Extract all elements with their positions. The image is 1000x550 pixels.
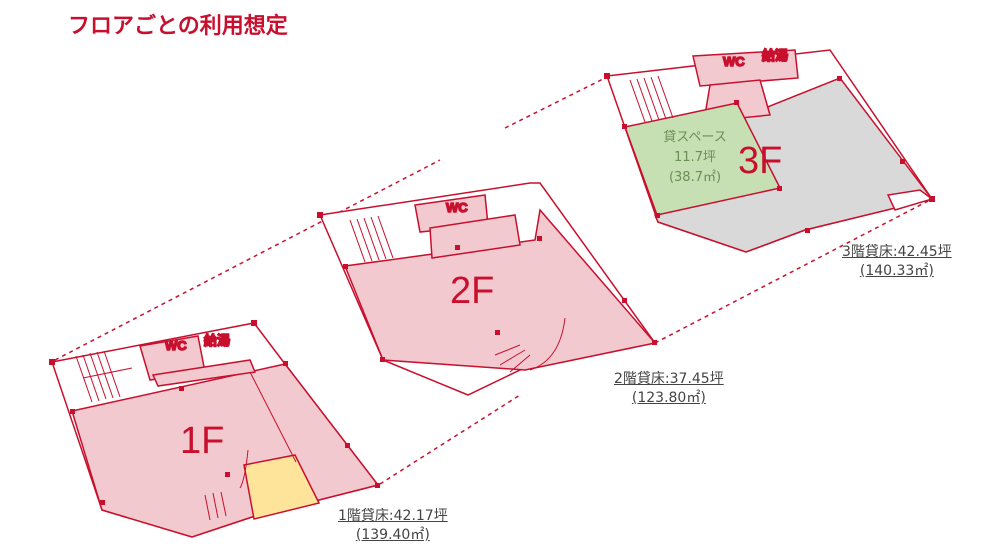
floor-1f-plan: WC 給湯 bbox=[49, 320, 380, 538]
rental-space-label: 貸スペース bbox=[663, 130, 727, 145]
floor-3f-area: 3階貸床:42.45坪 (140.33㎡) bbox=[842, 243, 952, 281]
floor-2f-label: 2F bbox=[450, 270, 495, 312]
rental-space-tsubo: 11.7坪 bbox=[674, 150, 716, 165]
floor-1f-label: 1F bbox=[180, 420, 225, 462]
floor-3f-label: 3F bbox=[738, 140, 783, 182]
floor-1f-tsubo: 1階貸床:42.17坪 bbox=[338, 508, 448, 524]
page-title: フロアごとの利用想定 bbox=[68, 14, 288, 39]
floor-2f-tsubo: 2階貸床:37.45坪 bbox=[614, 371, 724, 387]
wc-label-2f: WC bbox=[446, 200, 468, 215]
floor-2f-sqm: (123.80㎡) bbox=[631, 390, 706, 406]
kitchen-label-3f: 給湯 bbox=[762, 48, 788, 63]
connector-lines bbox=[54, 77, 931, 485]
floor-1f-sqm: (139.40㎡) bbox=[355, 527, 430, 543]
floor-3f-tsubo: 3階貸床:42.45坪 bbox=[842, 244, 952, 260]
kitchen-label-1f: 給湯 bbox=[204, 333, 230, 348]
wc-label-1f: WC bbox=[165, 338, 187, 353]
floor-2f-area: 2階貸床:37.45坪 (123.80㎡) bbox=[614, 370, 724, 408]
floor-3f-sqm: (140.33㎡) bbox=[859, 263, 934, 279]
rental-space-info: 貸スペース 11.7坪 (38.7㎡) bbox=[645, 128, 745, 188]
rental-space-sqm: (38.7㎡) bbox=[668, 170, 722, 185]
wc-label-3f: WC bbox=[723, 54, 745, 69]
floor-1f-area: 1階貸床:42.17坪 (139.40㎡) bbox=[338, 507, 448, 545]
floor-2f-plan: WC bbox=[317, 182, 657, 396]
floor-3f-plan: WC 給湯 bbox=[604, 47, 935, 253]
